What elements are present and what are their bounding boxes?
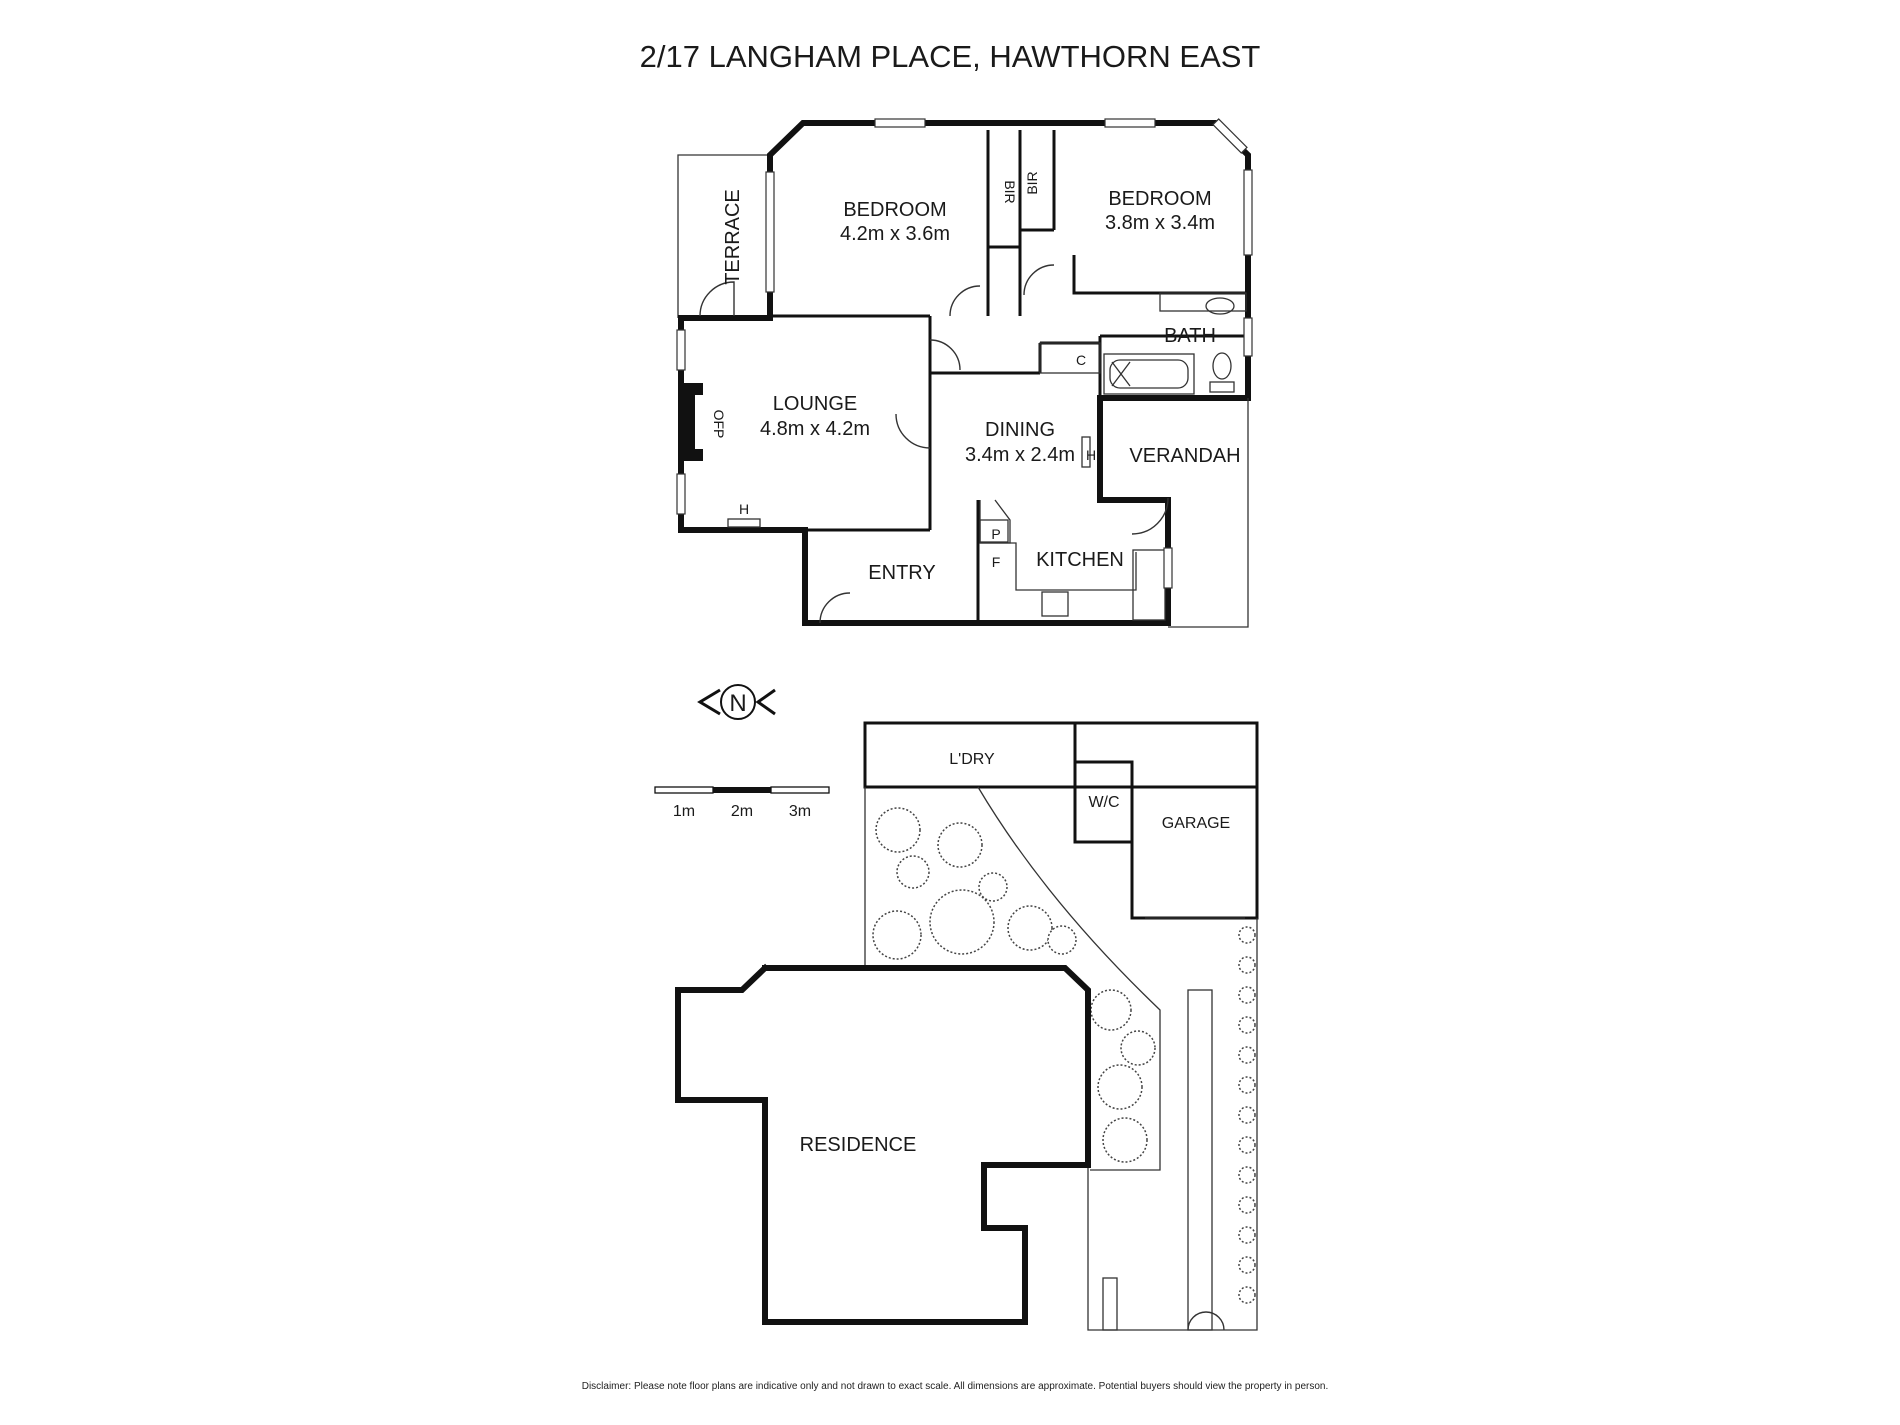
bir2-label: BIR — [1024, 171, 1040, 194]
heater2-label: H — [1086, 447, 1096, 463]
outer-wall — [678, 120, 1251, 626]
disclaimer: Disclaimer: Please note floor plans are … — [582, 1381, 1329, 1392]
heater-label: H — [739, 501, 749, 517]
garage-label: GARAGE — [1162, 815, 1230, 832]
residence-outline — [675, 963, 1091, 1325]
basin-icon — [1205, 297, 1235, 315]
wc-label: W/C — [1088, 794, 1119, 811]
site-plan: L'DRY W/C GARAGE RESIDENCE — [675, 721, 1259, 1331]
entry-label: ENTRY — [868, 562, 935, 584]
verandah-label: VERANDAH — [1129, 445, 1240, 467]
property-title: 2/17 LANGHAM PLACE, HAWTHORN EAST — [640, 39, 1261, 74]
scale-bar: 1m 2m 3m — [654, 786, 830, 820]
terrace-label: TERRACE — [722, 189, 744, 285]
terrace-outline — [677, 154, 770, 318]
dining-size: 3.4m x 2.4m — [965, 444, 1075, 466]
ofp-label: OFP — [711, 410, 727, 439]
scale-2m: 2m — [731, 803, 753, 820]
bath-label: BATH — [1164, 325, 1216, 347]
lounge-label: LOUNGE — [773, 393, 857, 415]
bathtub-icon — [1103, 353, 1195, 395]
dining-label: DINING — [985, 419, 1055, 441]
fridge-label: F — [992, 554, 1001, 570]
north-arrow-icon: N — [697, 684, 776, 720]
unit-floor-plan: BEDROOM 4.2m x 3.6m BEDROOM 3.8m x 3.4m … — [676, 118, 1253, 628]
bedroom2-size: 3.8m x 3.4m — [1105, 212, 1215, 234]
bir1-label: BIR — [1002, 180, 1018, 203]
hedge — [1238, 926, 1256, 1304]
bedroom1-size: 4.2m x 3.6m — [840, 223, 950, 245]
cupboard-label: C — [1076, 352, 1086, 368]
bedroom2-label: BEDROOM — [1108, 188, 1211, 210]
laundry-label: L'DRY — [949, 751, 995, 768]
kitchen-label: KITCHEN — [1036, 549, 1124, 571]
lounge-size: 4.8m x 4.2m — [760, 418, 870, 440]
svg-text:N: N — [729, 690, 746, 717]
residence-label: RESIDENCE — [800, 1134, 917, 1156]
scale-1m: 1m — [673, 803, 695, 820]
scale-3m: 3m — [789, 803, 811, 820]
pantry-label: P — [991, 526, 1000, 542]
bedroom1-label: BEDROOM — [843, 199, 946, 221]
toilet-icon — [1212, 352, 1232, 380]
